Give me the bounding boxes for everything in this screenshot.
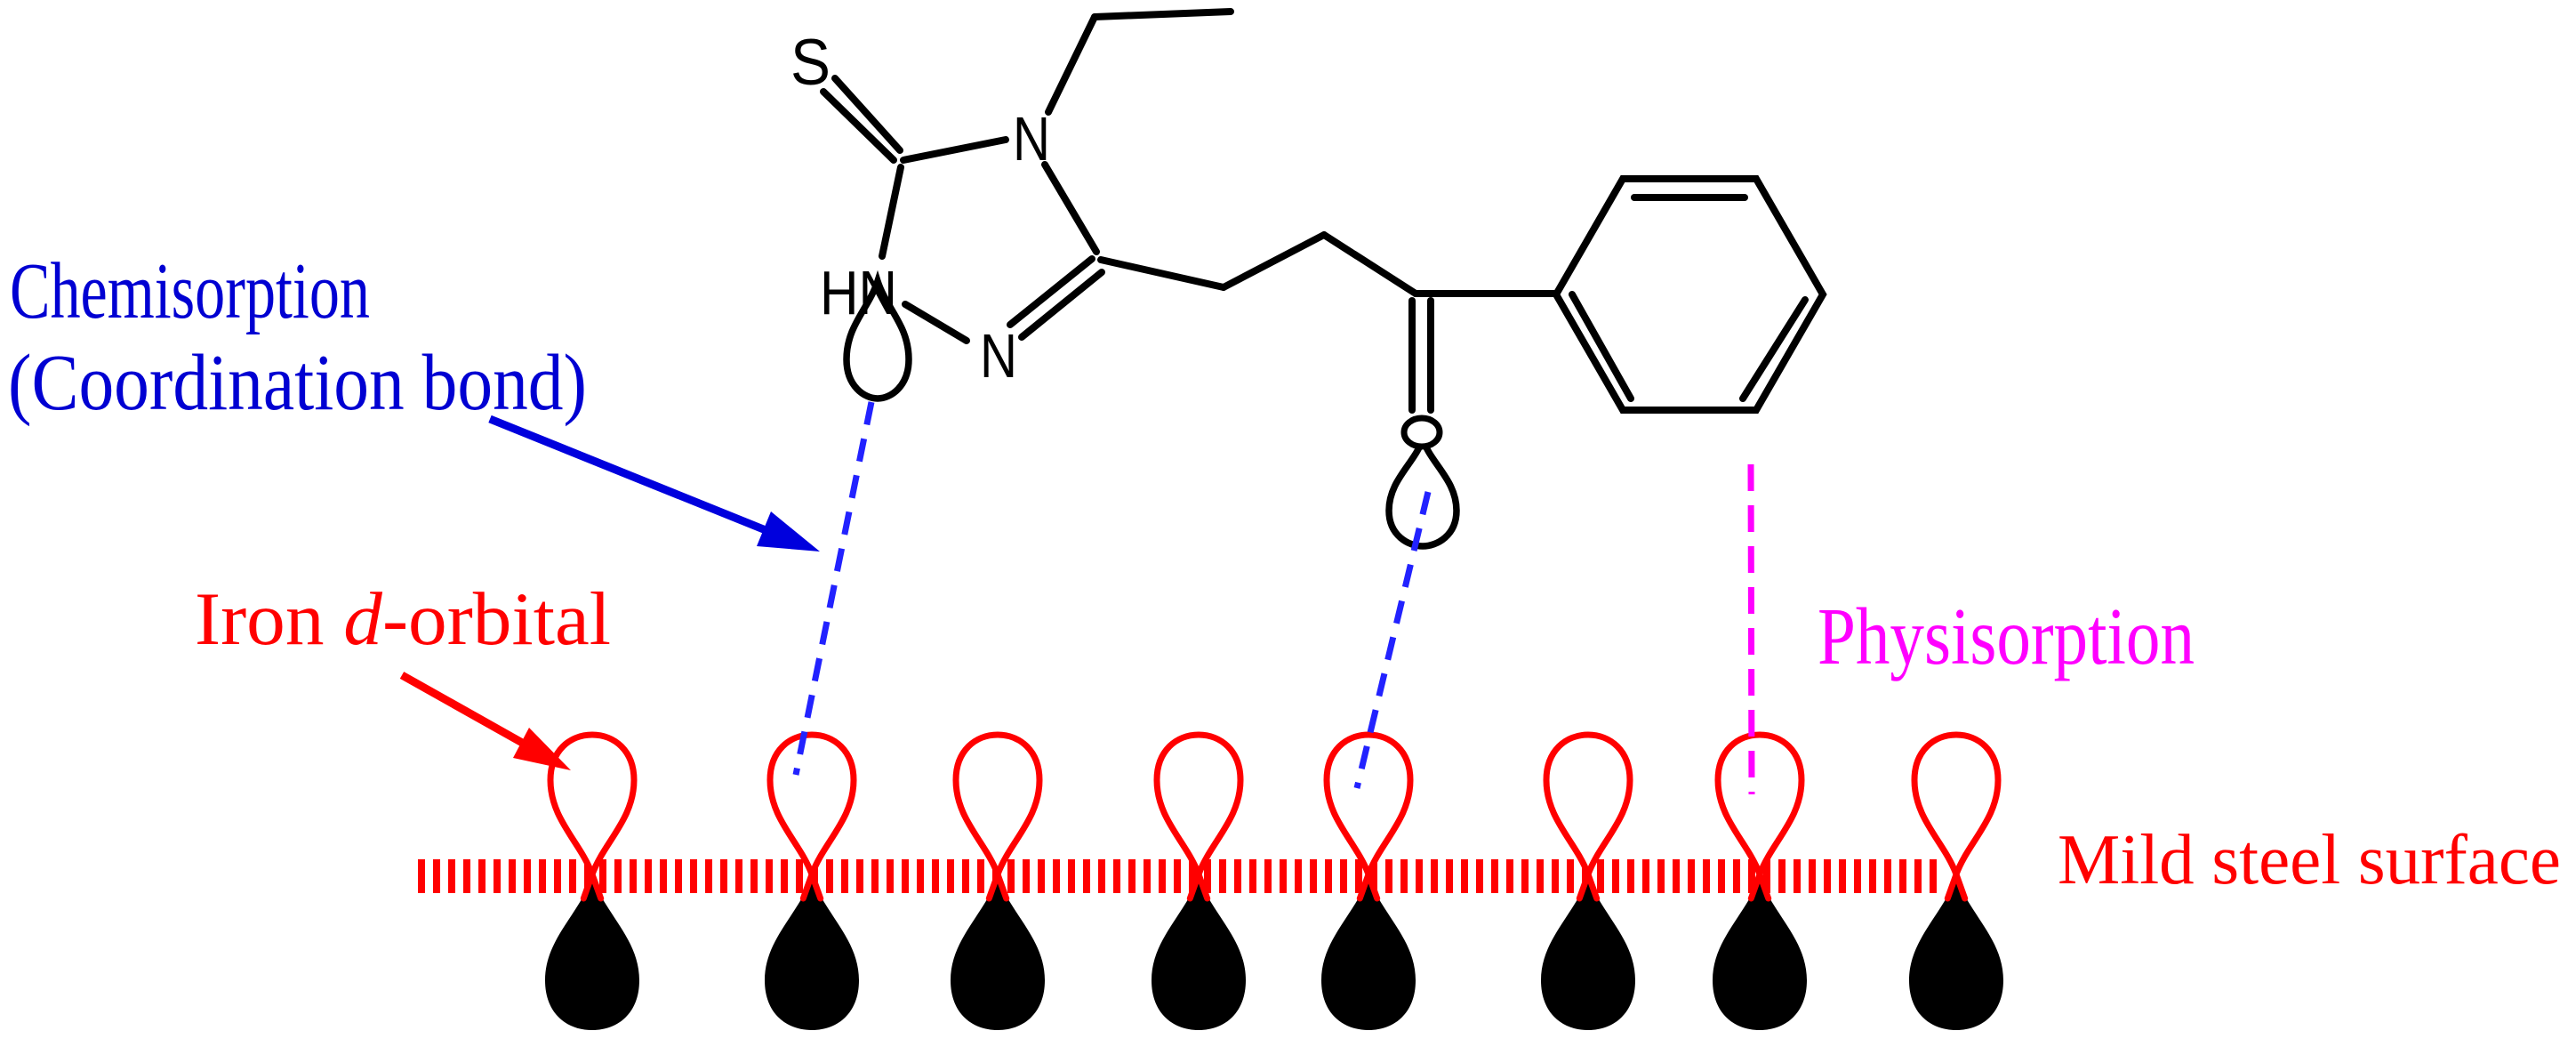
svg-text:Iron d-orbital: Iron d-orbital bbox=[195, 577, 611, 661]
svg-text:N: N bbox=[1013, 104, 1050, 173]
svg-text:S: S bbox=[790, 27, 831, 99]
svg-text:Physisorption: Physisorption bbox=[1818, 592, 2195, 681]
svg-text:HN: HN bbox=[820, 258, 897, 327]
svg-text:Mild steel surface: Mild steel surface bbox=[2058, 819, 2561, 899]
svg-text:N: N bbox=[980, 321, 1017, 391]
svg-text:Chemisorption: Chemisorption bbox=[10, 247, 370, 335]
svg-text:(Coordination bond): (Coordination bond) bbox=[8, 339, 587, 427]
